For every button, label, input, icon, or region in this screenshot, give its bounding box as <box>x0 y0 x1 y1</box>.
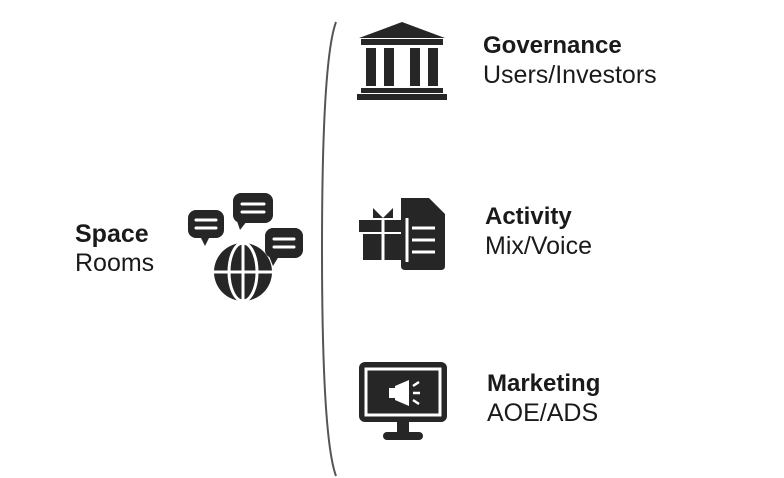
branch-title: Marketing <box>487 370 601 397</box>
root-title: Space <box>75 220 149 248</box>
bracket-line <box>320 21 337 477</box>
chat-globe-icon <box>188 193 303 303</box>
branch-activity: Activity Mix/Voice <box>485 203 592 261</box>
branch-title: Activity <box>485 203 572 230</box>
monitor-megaphone-icon <box>359 362 447 440</box>
root-subtitle: Rooms <box>75 249 155 277</box>
branch-subtitle: AOE/ADS <box>487 399 599 427</box>
branch-marketing: Marketing AOE/ADS <box>487 370 600 428</box>
branch-subtitle: Users/Investors <box>483 61 657 89</box>
gift-document-icon <box>359 198 445 270</box>
branch-subtitle: Mix/Voice <box>485 232 592 260</box>
root-node: Space Rooms <box>75 220 154 278</box>
branch-governance: Governance Users/Investors <box>483 32 657 90</box>
bank-building-icon <box>357 22 447 100</box>
branch-title: Governance <box>483 32 622 59</box>
